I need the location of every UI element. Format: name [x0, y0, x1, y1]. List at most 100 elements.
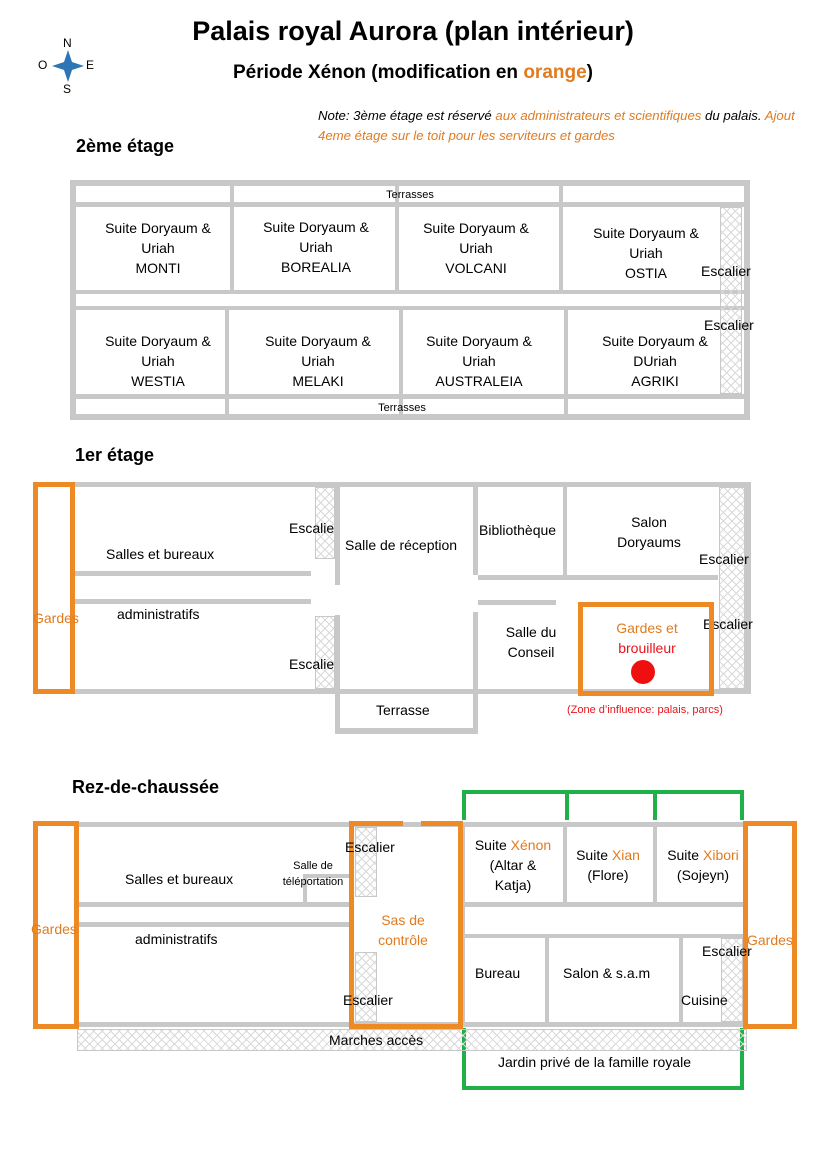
salon-sam-label: Salon & s.a.m — [563, 965, 651, 981]
escalier-label: Escalier — [699, 551, 749, 567]
suite-line: Suite Doryaum & — [426, 333, 532, 349]
subtitle-orange-word: orange — [523, 62, 587, 83]
floor-1-title: 1er étage — [75, 445, 155, 465]
subtitle-end: ) — [586, 62, 593, 83]
stair-hatch — [315, 616, 335, 689]
compass-west: O — [38, 58, 48, 72]
floor-0-title: Rez-de-chaussée — [72, 777, 220, 797]
compass-rose: N S O E — [36, 36, 100, 98]
suite-westia: Suite Doryaum & Uriah WESTIA — [78, 331, 238, 391]
stair-hatch — [315, 487, 335, 559]
escalier-label: Escalier — [704, 317, 754, 333]
jardin-label: Jardin privé de la famille royale — [498, 1054, 691, 1070]
suite-line: Uriah — [301, 353, 335, 369]
suite-line: Uriah — [629, 245, 663, 261]
escalier-label: Escalier — [701, 263, 751, 279]
administratifs-label: administratifs — [135, 931, 218, 947]
sas-controle-label: Sas de contrôle — [363, 910, 443, 950]
note-orange-text-2: Ajout 4eme étage sur le toit pour les se… — [318, 108, 795, 143]
suite-prefix: Suite — [576, 847, 612, 863]
gardes-box-right — [743, 821, 797, 1029]
suite-name: BOREALIA — [280, 259, 352, 275]
suite-line: Uriah — [462, 353, 496, 369]
page-title: Palais royal Aurora (plan intérieur) — [192, 16, 634, 46]
page-subtitle: Période Xénon (modification en orange) — [0, 62, 826, 84]
gardes-box-floor1 — [33, 482, 75, 694]
suite-xenon-label: Suite Xénon (Altar & Katja) — [463, 835, 563, 895]
suite-name: VOLCANI — [445, 260, 507, 276]
sas-controle-box — [349, 821, 463, 1029]
gardes-label: Gardes — [33, 610, 79, 626]
gardes-left-label: Gardes — [31, 921, 77, 937]
stair-hatch — [355, 827, 377, 897]
suite-agriki: Suite Doryaum & DUriah AGRIKI — [575, 331, 735, 391]
sas-line: Sas de — [381, 912, 425, 928]
gardes-brouilleur-box — [578, 602, 714, 696]
escalier-label: Escalier — [343, 992, 393, 1008]
teleportation-line: Salle de — [293, 860, 333, 872]
reception-label: Salle de réception — [345, 537, 458, 553]
garden-outline — [462, 790, 744, 794]
suite-melaki: Suite Doryaum & Uriah MELAKI — [238, 331, 398, 391]
gardes-right-label: Gardes — [747, 932, 793, 948]
stair-hatch — [720, 207, 742, 394]
brouilleur-marker-icon — [631, 660, 655, 684]
suite-name: MELAKI — [292, 373, 344, 389]
zone-influence-label: (Zone d’influence: palais, parcs) — [567, 704, 723, 716]
suite-monti: Suite Doryaum & Uriah MONTI — [78, 218, 238, 278]
xenon-name: Xénon — [510, 837, 552, 853]
conseil-label: Salle du Conseil — [491, 622, 571, 662]
suite-line: Suite Doryaum & — [593, 225, 699, 241]
suite-line: Uriah — [141, 353, 175, 369]
suite-line: Suite Doryaum & — [265, 333, 371, 349]
terrasse-label: Terrasse — [376, 702, 430, 718]
suite-name: AGRIKI — [631, 373, 679, 389]
suite-name: OSTIA — [624, 265, 667, 281]
terrasses-bottom-label: Terrasses — [378, 402, 426, 414]
compass-star-icon — [52, 50, 84, 82]
stair-hatch — [721, 938, 743, 1022]
escalier-label: Escalier — [703, 616, 753, 632]
compass-north: N — [63, 36, 72, 50]
escalier-label: Escalie — [289, 656, 335, 672]
marches-label: Marches accès — [329, 1032, 424, 1048]
suite-line: Uriah — [141, 240, 175, 256]
subtitle-text: Période Xénon (modification en — [233, 62, 524, 83]
note: Note: 3ème étage est réservé aux adminis… — [318, 106, 796, 146]
salles-label: Salles et bureaux — [106, 546, 215, 562]
xenon-line: (Altar & — [489, 857, 537, 873]
suite-ostia: Suite Doryaum & Uriah OSTIA — [566, 223, 726, 283]
xibori-line: (Sojeyn) — [676, 867, 730, 883]
teleportation-label: Salle de téléportation — [273, 858, 353, 890]
xenon-line: Katja) — [494, 877, 532, 893]
xian-line: (Flore) — [587, 867, 629, 883]
compass-east: E — [86, 58, 95, 72]
xian-name: Xian — [611, 847, 640, 863]
salon-line: Salon — [631, 514, 667, 530]
suite-australeia: Suite Doryaum & Uriah AUSTRALEIA — [399, 331, 559, 391]
suite-name: AUSTRALEIA — [435, 373, 523, 389]
floor-1-plan: Gardes Salles et bureaux administratifs … — [33, 482, 753, 734]
xibori-name: Xibori — [703, 847, 739, 863]
suite-line: Suite Doryaum & — [263, 219, 369, 235]
stair-hatch — [355, 952, 377, 1022]
note-orange-text: aux administrateurs et scientifiques — [495, 108, 702, 123]
floor-2-plan: Terrasses Terrasses Suite Doryaum & Uria… — [70, 180, 754, 420]
escalier-label: Escalie — [289, 520, 335, 536]
suite-volcani: Suite Doryaum & Uriah VOLCANI — [396, 218, 556, 278]
escalier-label: Escalier — [345, 839, 395, 855]
gardes-brouilleur-line: Gardes et — [616, 620, 678, 636]
suite-line: Suite Doryaum & — [423, 220, 529, 236]
suite-borealia: Suite Doryaum & Uriah BOREALIA — [236, 217, 396, 277]
cuisine-label: Cuisine — [681, 992, 728, 1008]
suite-line: Uriah — [299, 239, 333, 255]
escalier-label: Escalier — [702, 943, 752, 959]
suite-name: MONTI — [135, 260, 181, 276]
sas-line: contrôle — [378, 932, 428, 948]
bureau-label: Bureau — [475, 965, 521, 981]
suite-xibori-label: Suite Xibori (Sojeyn) — [657, 845, 749, 885]
bibliotheque-label: Bibliothèque — [479, 522, 557, 538]
conseil-line: Salle du — [505, 624, 557, 640]
administratifs-label: administratifs — [117, 606, 200, 622]
gardes-brouilleur-label: Gardes et brouilleur — [589, 618, 705, 658]
